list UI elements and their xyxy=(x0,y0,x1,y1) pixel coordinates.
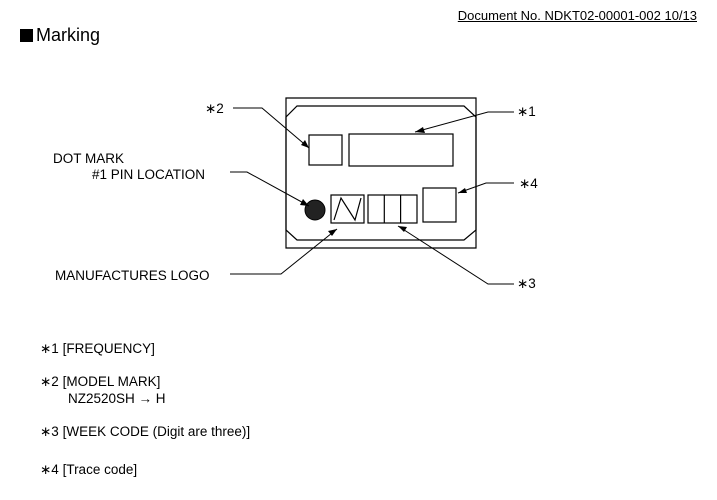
arrow-ref3 xyxy=(398,226,407,232)
week-code-box xyxy=(367,194,418,224)
arrow-logo xyxy=(328,229,337,236)
leader-logo xyxy=(230,228,338,275)
note-trace-code: ∗4 [Trace code] xyxy=(40,462,138,477)
leader-ref3 xyxy=(397,225,514,285)
document-number: Document No. NDKT02-00001-002 10/13 xyxy=(457,8,697,23)
dot-mark xyxy=(304,199,326,221)
note-model-mark-sub: NZ2520SH → H xyxy=(68,391,166,406)
ref-4-label: ∗4 xyxy=(519,176,538,191)
model-mark-box xyxy=(308,134,343,166)
ref-2-label: ∗2 xyxy=(205,101,224,116)
package-outline xyxy=(285,97,477,249)
frequency-box xyxy=(348,133,454,167)
arrow-ref2 xyxy=(301,140,309,148)
leader-ref4 xyxy=(457,182,514,194)
section-title-text: Marking xyxy=(36,25,101,45)
note-model-mark: ∗2 [MODEL MARK] NZ2520SH → H xyxy=(40,373,166,407)
manufacturer-logo-box xyxy=(330,194,365,224)
section-title: Marking xyxy=(20,25,100,46)
pin-location-label: #1 PIN LOCATION xyxy=(92,167,206,182)
bullet-square-icon xyxy=(20,29,33,42)
trace-code-box xyxy=(422,187,457,223)
leader-ref1 xyxy=(414,111,514,133)
note-week-code: ∗3 [WEEK CODE (Digit are three)] xyxy=(40,424,251,439)
leader-pin xyxy=(230,171,310,207)
dot-mark-label: DOT MARK xyxy=(53,151,125,166)
ref-3-label: ∗3 xyxy=(517,276,536,291)
arrow-ref4 xyxy=(458,188,467,193)
leader-ref2 xyxy=(233,107,310,149)
manufacturer-logo-label: MANUFACTURES LOGO xyxy=(55,268,210,283)
note-frequency: ∗1 [FREQUENCY] xyxy=(40,341,155,356)
ref-1-label: ∗1 xyxy=(517,104,536,119)
note-model-mark-title: ∗2 [MODEL MARK] xyxy=(40,374,161,389)
arrow-pin xyxy=(300,199,309,206)
arrow-ref1 xyxy=(415,127,425,133)
